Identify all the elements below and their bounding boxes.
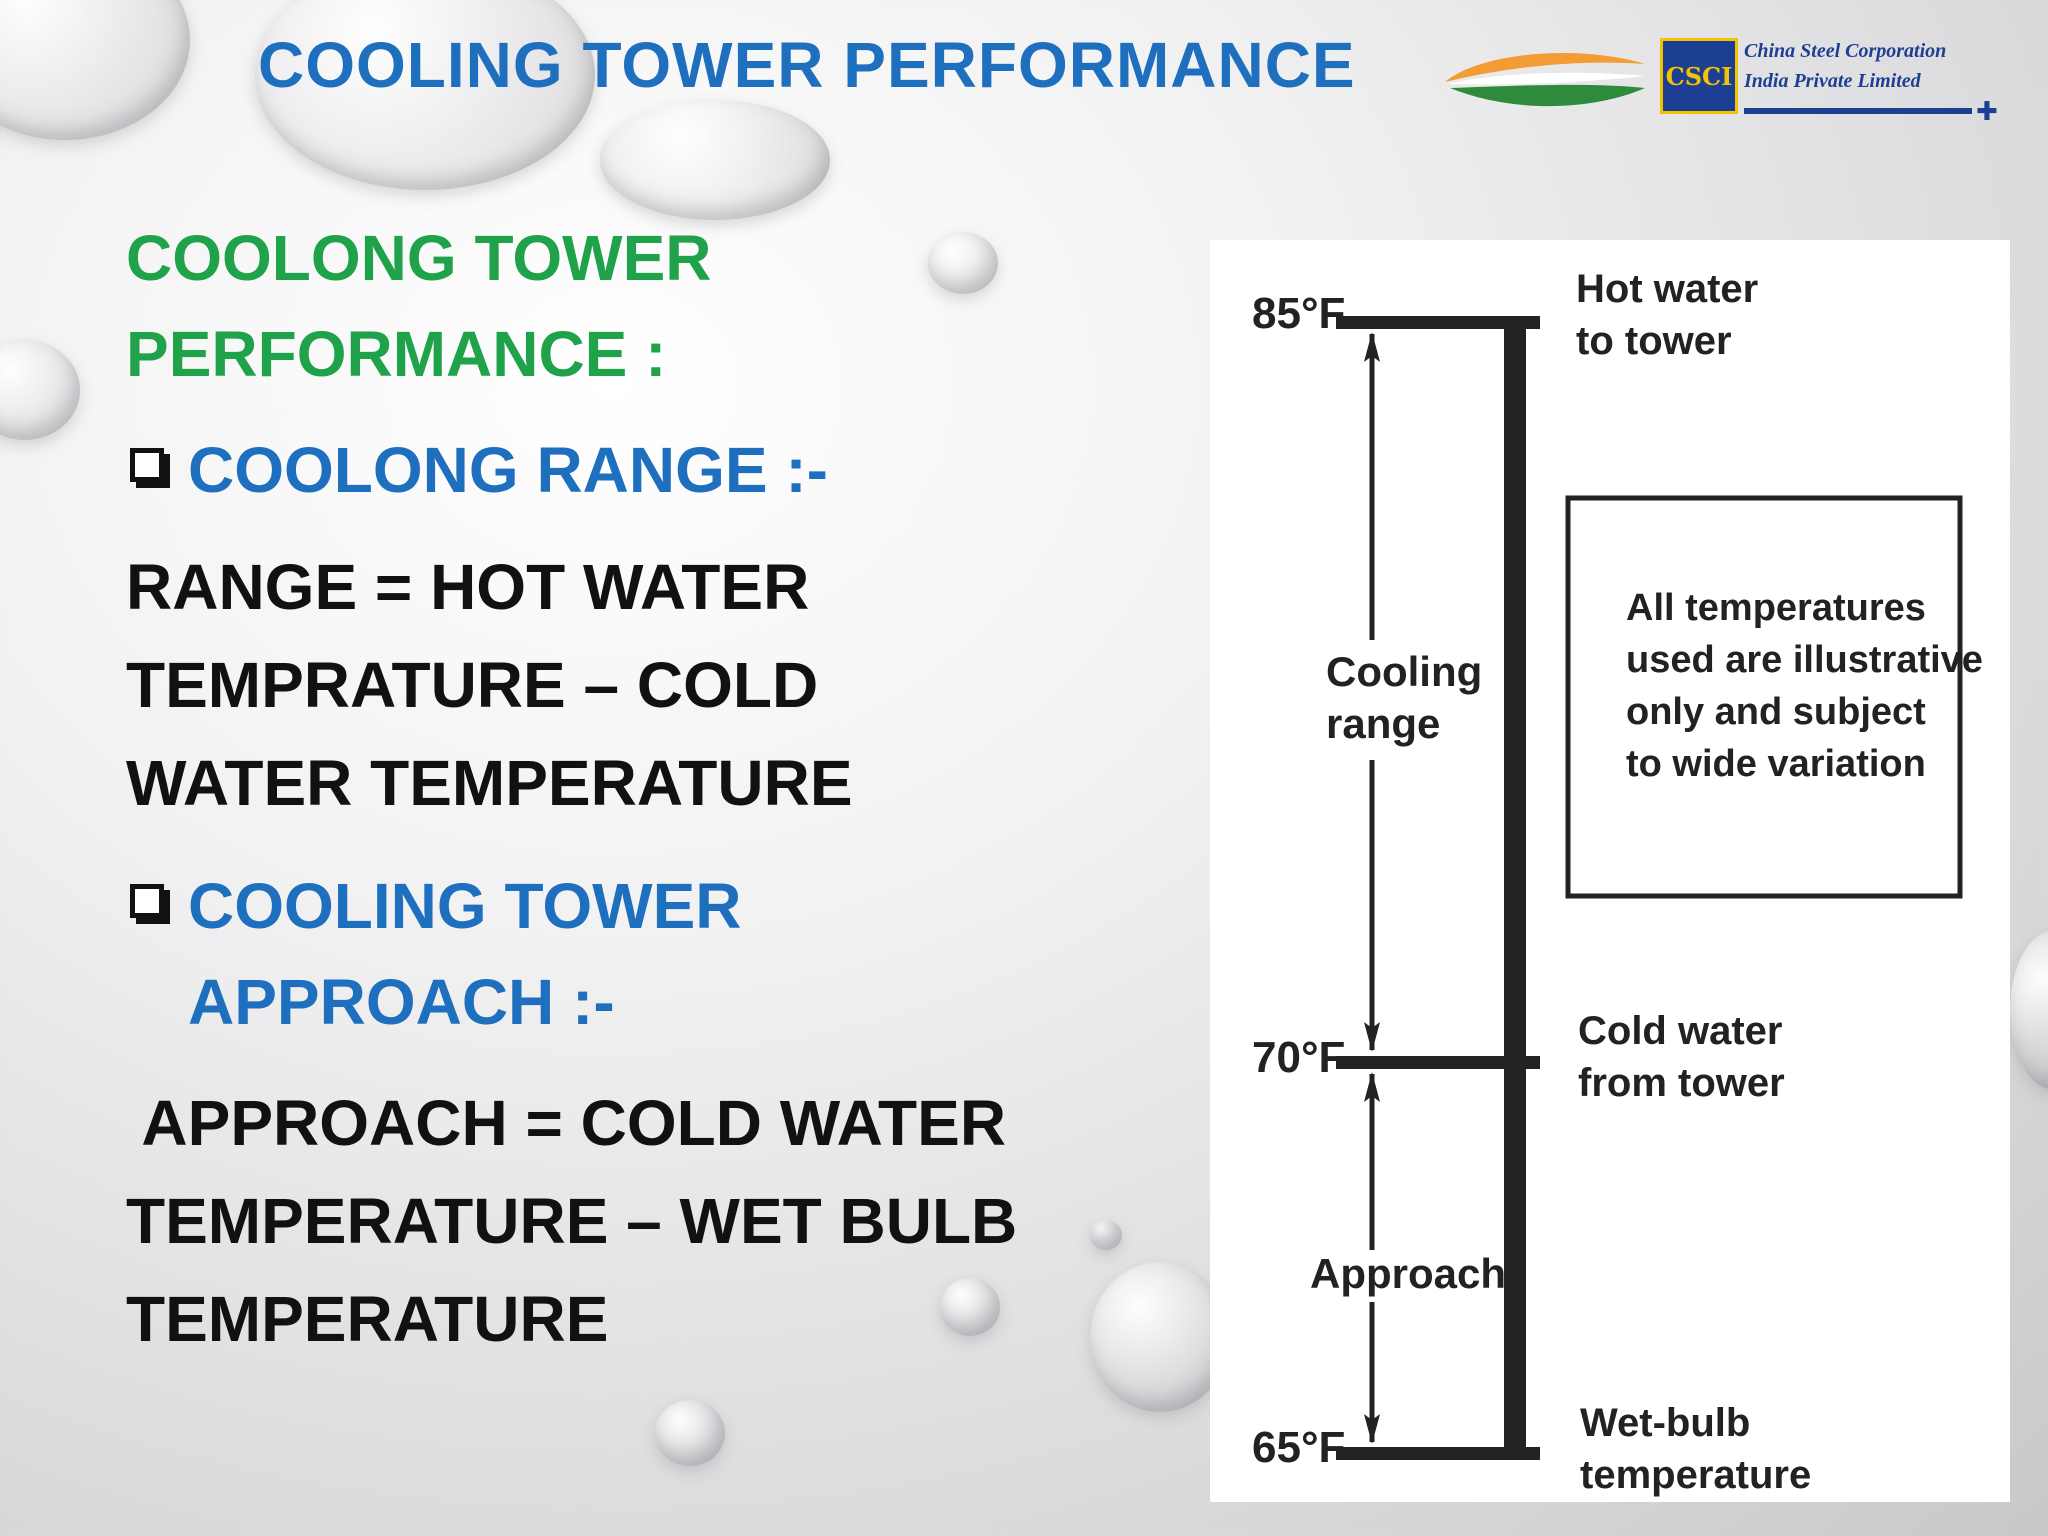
water-drop <box>255 0 595 190</box>
water-drop <box>2010 930 2048 1090</box>
content-text: COOLONG TOWER PERFORMANCE : COOLONG RANG… <box>126 210 1086 1368</box>
range-arrowhead-down <box>1364 1022 1380 1052</box>
section-heading-line-1: COOLONG TOWER <box>126 222 712 294</box>
approach-label: Approach <box>1310 1250 1506 1297</box>
water-drop <box>0 0 190 140</box>
slide-title: COOLING TOWER PERFORMANCE <box>258 29 1356 101</box>
hot-water-label-2: to tower <box>1576 319 1732 363</box>
hot-tick <box>1494 316 1540 329</box>
approach-arrowhead-up <box>1364 1072 1380 1102</box>
bullet-label-approach: COOLING TOWER APPROACH :- <box>188 858 741 1050</box>
bullet-cooling-range: COOLONG RANGE :- <box>126 422 1086 518</box>
wet-bulb-bar <box>1336 1447 1500 1460</box>
water-drop <box>600 100 830 220</box>
note-box <box>1565 495 1963 899</box>
note-line-2: used are illustrative <box>1626 639 1983 681</box>
checkbox-bullet-icon <box>126 880 174 928</box>
water-drop <box>0 340 80 440</box>
range-line-1: RANGE = HOT WATER <box>126 551 810 623</box>
logo-badge: CSCI <box>1660 38 1738 114</box>
checkbox-bullet-icon <box>126 444 174 492</box>
cold-tick <box>1494 1056 1540 1069</box>
approach-heading-line-2: APPROACH :- <box>188 966 615 1038</box>
water-drop <box>1090 1262 1230 1412</box>
range-approach-diagram: 85°F 70°F 65°F Hot water to tower Cold w… <box>1252 267 1983 1497</box>
section-heading-line-2: PERFORMANCE : <box>126 318 667 390</box>
note-line-3: only and subject <box>1626 691 1926 733</box>
cooling-range-label-2: range <box>1326 700 1440 747</box>
temp-wet-label: 65°F <box>1252 1423 1345 1472</box>
approach-heading-line-1: COOLING TOWER <box>188 870 742 942</box>
range-line-3: WATER TEMPERATURE <box>126 747 853 819</box>
temp-hot-label: 85°F <box>1252 289 1345 338</box>
approach-line-3: TEMPERATURE <box>126 1283 609 1355</box>
temp-cold-label: 70°F <box>1252 1033 1345 1082</box>
approach-definition: APPROACH = COLD WATER TEMPERATURE – WET … <box>126 1074 1086 1368</box>
logo-line-1: China Steel Corporation <box>1744 40 1947 62</box>
range-definition: RANGE = HOT WATER TEMPRATURE – COLD WATE… <box>126 538 1086 832</box>
bullet-label-range: COOLONG RANGE :- <box>188 434 828 506</box>
logo-line-2: India Private Limited <box>1744 70 1921 92</box>
logo-company-name: China Steel Corporation India Private Li… <box>1744 36 1946 96</box>
cooling-tower-diagram: 85°F 70°F 65°F Hot water to tower Cold w… <box>1210 240 2010 1502</box>
bullet-approach: COOLING TOWER APPROACH :- <box>126 858 1086 1050</box>
company-logo: CSCI China Steel Corporation India Priva… <box>1440 30 2000 130</box>
cold-water-label-1: Cold water <box>1578 1009 1782 1053</box>
range-arrowhead-up <box>1364 332 1380 362</box>
wet-bulb-label-1: Wet-bulb <box>1580 1401 1750 1445</box>
flag-swoosh-icon <box>1445 52 1645 107</box>
hot-water-bar <box>1336 316 1500 329</box>
cold-water-bar <box>1336 1056 1500 1069</box>
approach-arrowhead-down <box>1364 1414 1380 1444</box>
water-drop <box>940 1278 1000 1336</box>
approach-line-2: TEMPERATURE – WET BULB <box>126 1185 1018 1257</box>
water-drop <box>1090 1220 1122 1250</box>
wet-bulb-label-2: temperature <box>1580 1453 1811 1497</box>
tower-vertical-bar <box>1504 316 1526 1460</box>
water-drop <box>655 1400 725 1466</box>
note-line-4: to wide variation <box>1626 743 1926 785</box>
note-line-1: All temperatures <box>1626 587 1926 629</box>
cross-icon: ✚ <box>1976 96 1998 126</box>
logo-underline <box>1744 108 1972 114</box>
wet-tick <box>1494 1447 1540 1460</box>
hot-water-label-1: Hot water <box>1576 267 1758 311</box>
water-drop <box>928 232 998 294</box>
cooling-range-label-1: Cooling <box>1326 648 1482 695</box>
range-line-2: TEMPRATURE – COLD <box>126 649 819 721</box>
approach-line-1: APPROACH = COLD WATER <box>126 1087 1007 1159</box>
cold-water-label-2: from tower <box>1578 1061 1785 1105</box>
